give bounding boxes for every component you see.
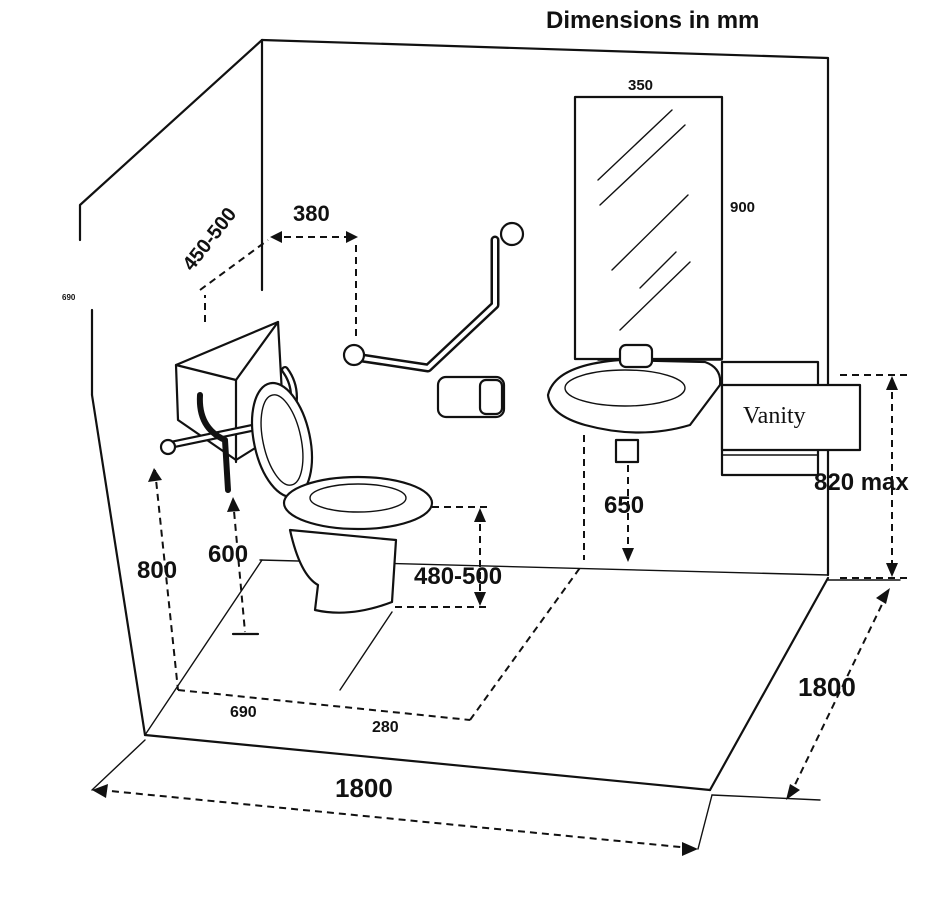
seat-grab-height-label: 600: [208, 541, 248, 568]
room-width-label: 1800: [335, 773, 393, 803]
room-depth-label: 1800: [798, 672, 856, 702]
grab-rail: [342, 221, 525, 373]
mirror: [573, 95, 724, 361]
basin: [546, 343, 722, 464]
vanity-height-label: 820 max: [814, 469, 909, 496]
rail-offset-label: 380: [293, 201, 330, 226]
mirror-height-label: 900: [730, 199, 755, 216]
tiny-left-label: 690: [62, 293, 76, 302]
toilet: [250, 381, 434, 614]
seat-height-label: 480-500: [414, 563, 502, 590]
dimension-lines: [91, 231, 912, 856]
floor-280-label: 280: [372, 719, 399, 736]
vanity: [720, 360, 862, 477]
toilet-roll-holder: [436, 375, 506, 419]
floor-690-label: 690: [230, 704, 257, 721]
rail-height-label: 800: [137, 557, 177, 584]
cistern-side-label: 450-500: [179, 204, 242, 275]
diagram-title: Dimensions in mm: [546, 7, 759, 34]
vanity-label: Vanity: [743, 403, 806, 429]
basin-height-label: 650: [604, 492, 644, 519]
mirror-width-label: 350: [628, 77, 653, 94]
